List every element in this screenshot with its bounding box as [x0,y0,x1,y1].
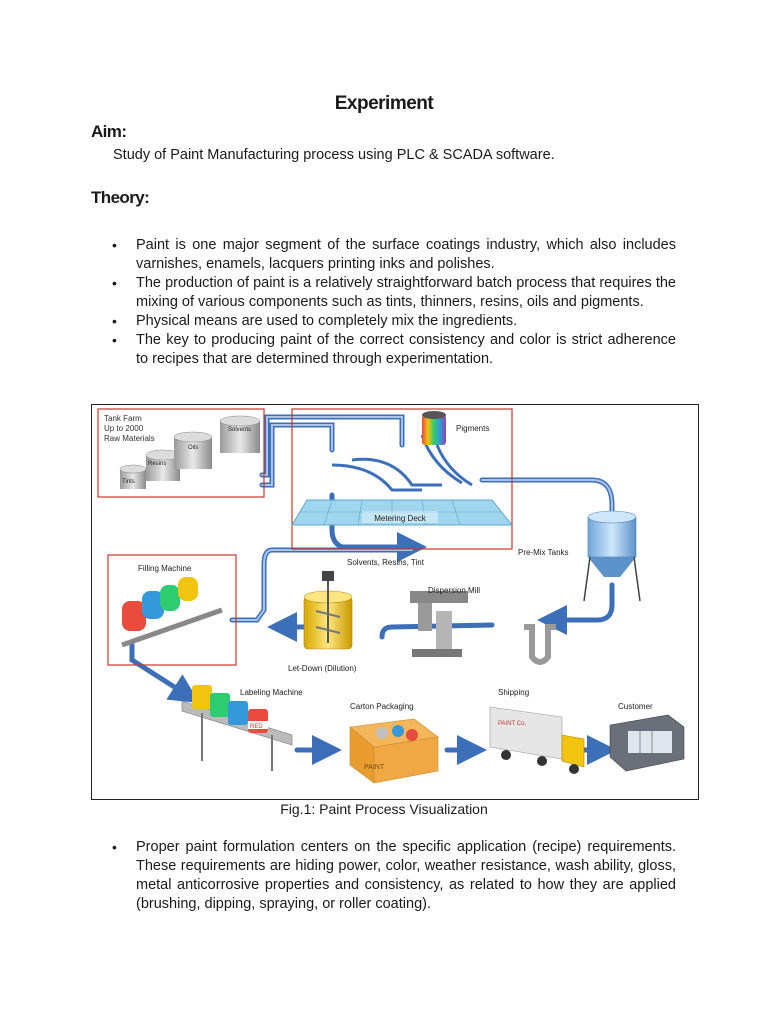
tank-farm-label-2: Up to 2000 [104,424,144,433]
labeling-conveyor [182,685,292,771]
carton-box [350,719,438,783]
list-item: Paint is one major segment of the surfac… [0,236,676,274]
paint-process-figure: Tank Farm Up to 2000 Raw Materials Tints… [91,404,699,800]
metering-deck-label: Metering Deck [374,514,427,523]
filling-heads [122,577,222,645]
aim-heading: Aim: [91,122,126,142]
page-title: Experiment [0,93,768,115]
after-figure-bullet-list: Proper paint formulation centers on the … [0,838,676,914]
tank-farm-label-3: Raw Materials [104,434,155,443]
pigments-label: Pigments [456,424,489,433]
resins-label: Resins [148,461,166,467]
customer-label: Customer [618,702,653,711]
theory-heading: Theory: [91,188,149,208]
let-down-tank [304,571,352,649]
pre-mix-tanks-label: Pre-Mix Tanks [518,548,569,557]
can-label: RED [250,724,263,730]
theory-bullet-list: Paint is one major segment of the surfac… [0,236,676,369]
solvents-label: Solvents [228,427,251,433]
oils-label: Oils [188,445,198,451]
box-label: PAINT [364,764,385,771]
list-item: Proper paint formulation centers on the … [0,838,676,914]
list-item: Physical means are used to completely mi… [0,312,676,331]
list-item: The key to producing paint of the correc… [0,331,676,369]
tank-farm-label: Tank Farm [104,414,142,423]
paint-process-diagram: Tank Farm Up to 2000 Raw Materials Tints… [92,405,698,799]
aim-text: Study of Paint Manufacturing process usi… [113,147,555,163]
delivery-truck [490,707,584,774]
tints-label: Tints [122,479,135,485]
figure-caption: Fig.1: Paint Process Visualization [0,801,768,817]
carton-packaging-label: Carton Packaging [350,702,414,711]
flow-meter [524,627,556,662]
dispersion-mill-label: Dispersion Mill [428,586,480,595]
solvents-resins-tint-label: Solvents, Resins, Tint [347,558,425,567]
truck-label: PAINT Co. [498,721,526,727]
pigments-drum [422,415,446,445]
customer-store [610,715,684,771]
shipping-label: Shipping [498,688,529,697]
list-item: The production of paint is a relatively … [0,274,676,312]
let-down-label: Let-Down (Dilution) [288,664,357,673]
filling-machine-label: Filling Machine [138,564,192,573]
labeling-machine-label: Labeling Machine [240,688,303,697]
